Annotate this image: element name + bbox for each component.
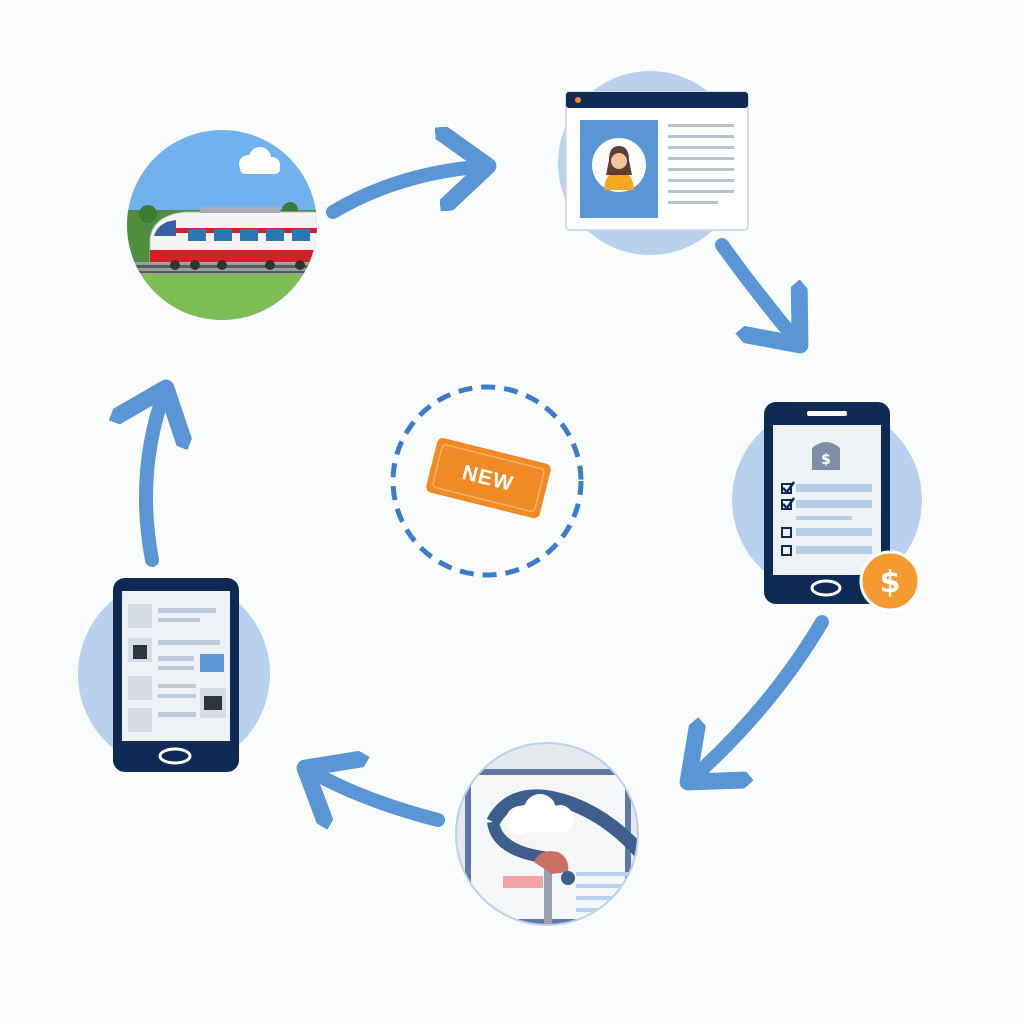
arrow-map-to-ticket-list: [305, 768, 445, 820]
svg-text:$: $: [821, 452, 831, 468]
mobile-ticket-list-icon: [78, 578, 270, 772]
arrow-ticket-list-to-train: [146, 388, 166, 567]
map-location-icon: [455, 742, 639, 926]
arrow-train-to-profile: [326, 166, 488, 219]
avatar: [604, 171, 634, 190]
dashed-ring: [390, 384, 584, 578]
center-new-badge: NEW: [390, 384, 584, 578]
cloud-icon: [239, 147, 280, 174]
dollar-coin-icon: $: [859, 550, 921, 612]
train-icon: [127, 130, 317, 320]
payment-symbol: $: [880, 565, 901, 600]
mobile-payment-icon: $ $: [732, 402, 922, 612]
cloud-icon: [506, 794, 573, 834]
profile-page-icon: [558, 71, 749, 255]
cycle-arrows: [146, 166, 829, 820]
arrow-payment-to-map: [688, 615, 829, 782]
arrow-profile-to-payment: [715, 238, 800, 345]
